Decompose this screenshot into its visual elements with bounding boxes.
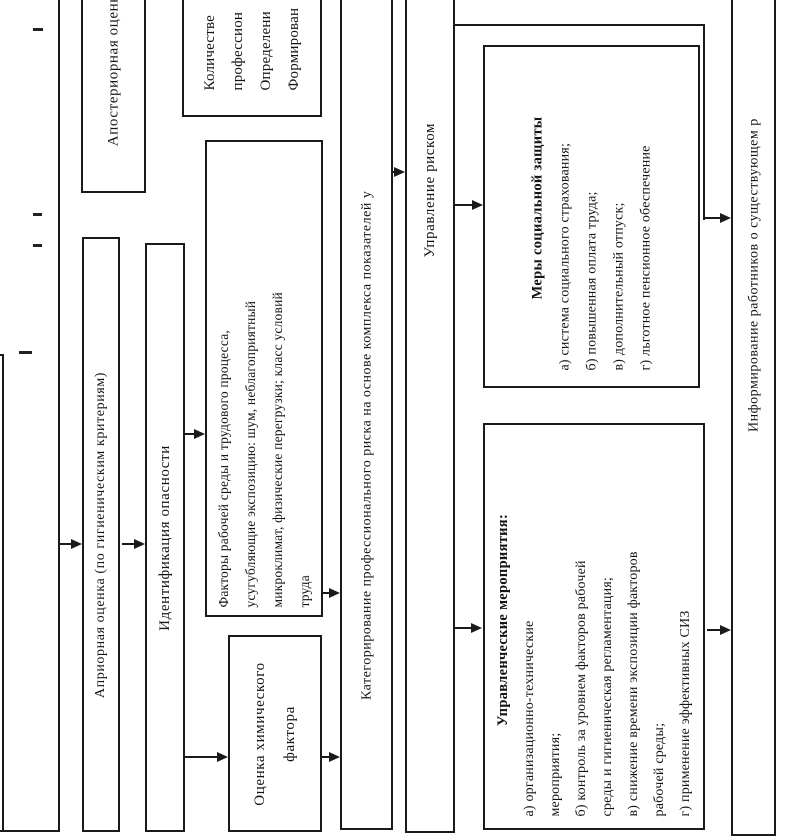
box-label: Категорирование профессионального риска …: [358, 190, 374, 700]
elbow-connector-horizontal: [455, 23, 705, 27]
box-ocenka-himicheskogo-faktora: Оценка химического фактора: [228, 635, 322, 832]
box-list-item: б) контроль за уровнем факторов рабочей: [573, 559, 589, 816]
box-list-item: в) дополнительный отпуск;: [611, 201, 626, 370]
arrowhead: [394, 166, 405, 177]
box-kolichestvennaya-ocenka: Количестве профессион Определени Формиро…: [182, 0, 322, 117]
box-aposteriornaya-ocenka: Апостериорная оценка: [81, 0, 146, 193]
left-cutoff-box: [0, 0, 60, 832]
box-list-item: в) снижение времени экспозиции факторов: [625, 550, 641, 816]
arrowhead: [217, 751, 228, 762]
box-list-item: мероприятия;: [547, 732, 563, 816]
arrowhead: [329, 587, 340, 598]
box-list-item: а) организационно-технические: [521, 620, 537, 816]
arrow-ocenka-to-kategorirovanie: [322, 755, 332, 759]
box-text-line: профессион: [230, 11, 246, 90]
box-faktory-rabochey-sredy: Факторы рабочей среды и трудового процес…: [205, 140, 323, 617]
arrowhead: [71, 538, 82, 549]
cutoff-text-fragment: [33, 28, 43, 31]
box-text-line: труда: [297, 574, 312, 607]
arrowhead: [471, 622, 482, 633]
arrowhead: [194, 428, 205, 439]
box-title: Меры социальной защиты: [529, 116, 545, 299]
arrowhead: [329, 751, 340, 762]
box-text-line: Факторы рабочей среды и трудового процес…: [216, 329, 231, 607]
box-text-line: Определени: [258, 10, 274, 90]
arrow-to-faktory: [185, 432, 197, 436]
arrowhead: [720, 624, 731, 635]
box-list-item: рабочей среды;: [651, 722, 667, 816]
arrow-to-apriornaya: [60, 542, 74, 546]
box-label: Априорная оценка (по гигиеническим крите…: [93, 371, 108, 698]
arrow-to-identifikaciya: [122, 542, 137, 546]
box-text-line: Формирован: [286, 7, 302, 90]
cutoff-text-fragment: [33, 244, 42, 247]
cutoff-text-fragment: [19, 351, 32, 354]
box-kategorirovanie-riska: Категорирование профессионального риска …: [340, 0, 393, 830]
left-cutoff-inner-box: [0, 354, 4, 832]
arrow-to-mery: [455, 203, 475, 207]
box-upravlenie-riskom: Управление риском: [405, 0, 455, 833]
box-text-line: микроклимат, физические перегрузки; клас…: [270, 291, 285, 607]
box-identifikaciya-opasnosti: Идентификация опасности: [145, 243, 185, 832]
elbow-connector-vertical: [702, 23, 705, 220]
arrow-faktory-to-kategorirovanie: [323, 591, 333, 595]
box-label: Апостериорная оценка: [105, 0, 121, 146]
arrow-upravlencheskie-to-informirovanie: [707, 628, 723, 632]
arrow-to-ocenka-him: [185, 755, 220, 759]
box-list-item: г) применение эффективных СИЗ: [677, 609, 693, 816]
box-text-line: усугубляющие экспозицию: шум, неблагопри…: [243, 300, 258, 607]
box-mery-socialnoy-zashity: Меры социальной защиты а) система социал…: [483, 45, 700, 388]
arrow-elbow-to-informirovanie: [703, 216, 723, 220]
box-list-item: б) повышенная оплата труда;: [584, 190, 599, 370]
box-list-item: г) льготное пенсионное обеспечение: [638, 144, 653, 370]
arrow-to-upravlencheskie: [455, 626, 474, 630]
arrowhead: [720, 212, 731, 223]
box-list-item: среды и гигиеническая регламентация;: [599, 576, 615, 816]
box-text-line: фактора: [282, 705, 298, 762]
box-text-line: Оценка химического: [252, 661, 268, 806]
box-label: Управление риском: [421, 122, 438, 257]
box-apriornaya-ocenka: Априорная оценка (по гигиеническим крите…: [82, 237, 120, 832]
box-upravlencheskie-meropriyatiya: Управленческие мероприятия: а) организац…: [483, 423, 705, 830]
arrowhead: [134, 538, 145, 549]
box-list-item: а) система социального страхования;: [557, 142, 572, 370]
box-label: Информирование работников о существующем…: [745, 118, 761, 432]
box-text-line: Количестве: [202, 14, 218, 90]
arrowhead: [472, 199, 483, 210]
cutoff-text-fragment: [33, 213, 42, 216]
box-label: Идентификация опасности: [156, 444, 173, 631]
box-informirovanie-rabotnikov: Информирование работников о существующем…: [731, 0, 776, 836]
box-title: Управленческие мероприятия:: [494, 513, 511, 726]
